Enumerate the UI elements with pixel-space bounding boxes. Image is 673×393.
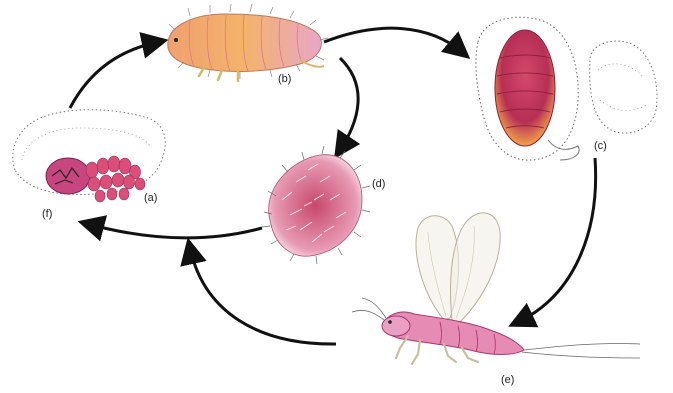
winged-adult-icon (352, 213, 640, 364)
pupa-in-cocoon-icon (476, 17, 657, 160)
label-d: (d) (372, 178, 385, 190)
arrow-b-to-c (324, 28, 462, 52)
arrow-d-to-f (88, 224, 262, 238)
label-c: (c) (594, 140, 607, 152)
arrow-c-to-e (518, 158, 596, 322)
larva-icon (168, 4, 328, 81)
egg-mass-icon (13, 110, 165, 202)
label-a: (a) (144, 192, 157, 204)
arrow-f-to-b (70, 42, 158, 108)
label-e: (e) (501, 374, 514, 386)
label-f: (f) (42, 208, 52, 220)
label-b: (b) (278, 73, 291, 85)
arrow-b-to-d (340, 58, 358, 150)
hairy-cocoon-icon (262, 146, 370, 264)
arrow-e-to-a (190, 248, 336, 344)
